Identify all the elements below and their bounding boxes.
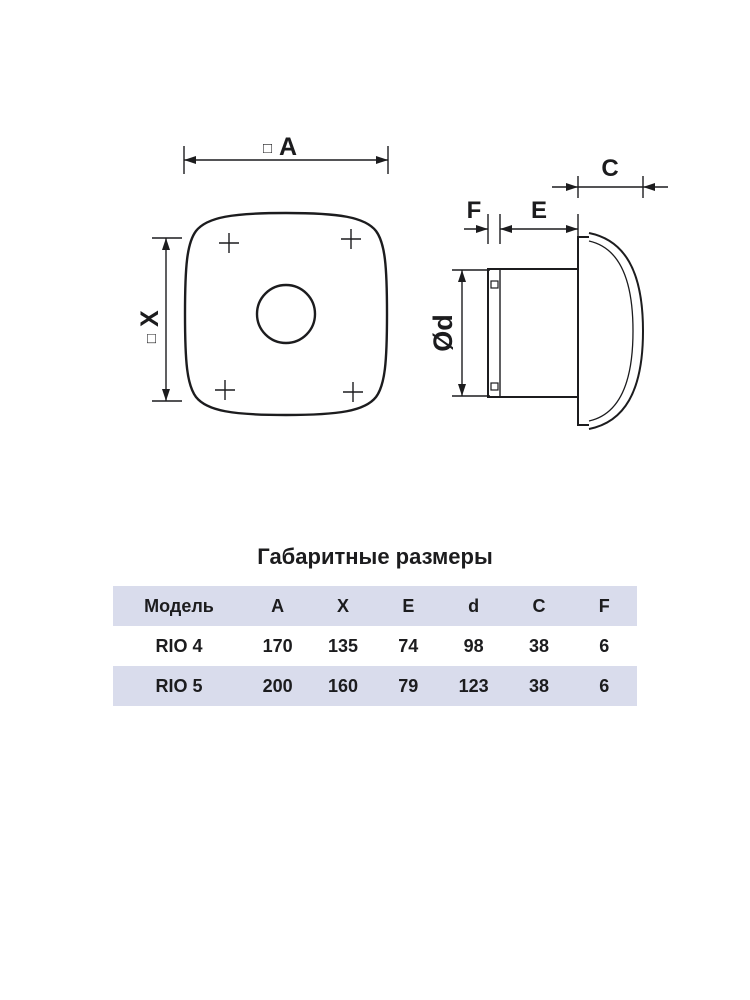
value-a: 200 [262, 675, 293, 696]
dimension-drawing: □ A □ X [136, 133, 668, 430]
dim-d [452, 269, 490, 397]
corner-cross-marks [215, 229, 363, 402]
dim-a-letter: A [279, 133, 297, 161]
col-header-model: Модель [144, 595, 214, 616]
dimensions-table: Модель A X E d C F RIO 4 170 135 74 98 3… [113, 586, 637, 706]
duct-detail-top [490, 280, 499, 289]
dim-e-letter: E [531, 197, 547, 224]
dim-a [183, 146, 389, 174]
col-header-d: d [468, 595, 480, 616]
value-f: 6 [599, 635, 610, 656]
table-row-rio5: RIO 5 200 160 79 123 38 6 [113, 666, 637, 706]
section-title: Габаритные размеры [257, 544, 493, 569]
value-f: 6 [599, 675, 610, 696]
value-d: 123 [458, 675, 489, 696]
square-symbol: □ [143, 334, 160, 343]
col-header-f: F [598, 595, 610, 616]
dim-f-letter: F [467, 197, 482, 224]
value-d: 98 [463, 635, 484, 656]
col-header-e: E [402, 595, 415, 616]
dim-a-label: □ A [263, 133, 297, 161]
side-view: C F E Ød [428, 155, 668, 430]
model-name: RIO 4 [155, 635, 203, 656]
table-row-rio4: RIO 4 170 135 74 98 38 6 [113, 626, 637, 666]
fan-hub-circle [255, 283, 317, 345]
duct-detail-bottom [490, 382, 499, 391]
col-header-c: C [532, 595, 546, 616]
value-x: 160 [327, 675, 359, 696]
dim-x-letter: X [136, 310, 164, 327]
dim-f-e [464, 214, 579, 244]
value-e: 74 [398, 635, 419, 656]
col-header-a: A [271, 595, 285, 616]
front-cover-inner-line [588, 240, 634, 422]
value-e: 79 [398, 675, 419, 696]
model-name: RIO 5 [155, 675, 203, 696]
front-view: □ A □ X [136, 133, 389, 417]
value-c: 38 [528, 675, 549, 696]
square-symbol: □ [263, 140, 272, 157]
dim-x-label: □ X [136, 310, 164, 343]
dim-d-letter: Ød [428, 314, 458, 352]
dim-x [152, 237, 182, 402]
value-a: 170 [262, 635, 293, 656]
dim-c-letter: C [601, 155, 618, 182]
col-header-x: X [336, 595, 349, 616]
table-header-row: Модель A X E d C F [113, 586, 637, 626]
dim-c [552, 176, 668, 198]
value-x: 135 [327, 635, 359, 656]
value-c: 38 [528, 635, 549, 656]
front-cover-outline [588, 232, 645, 430]
duct-body [487, 268, 579, 398]
